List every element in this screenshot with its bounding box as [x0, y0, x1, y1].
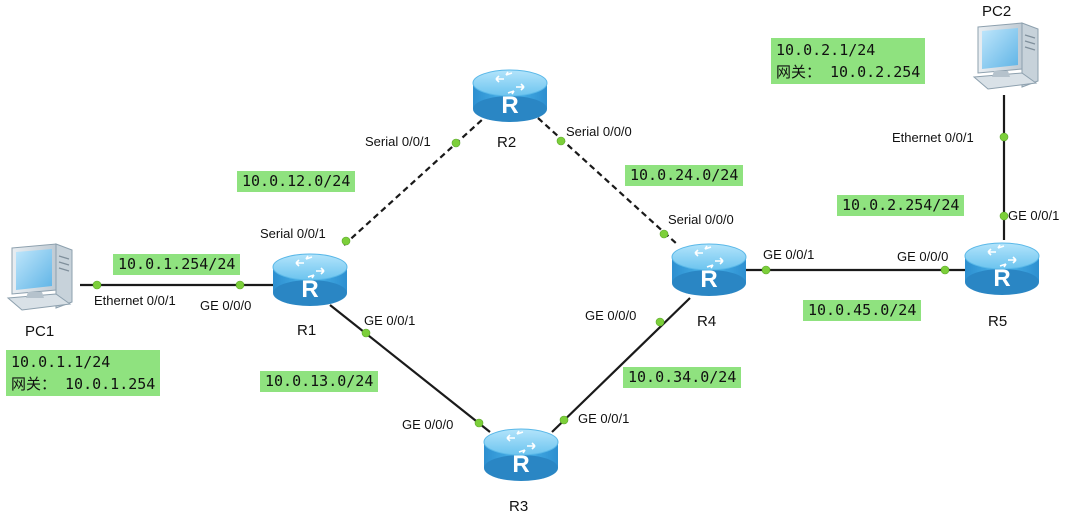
network-label-r1-r3: 10.0.13.0/24: [260, 371, 379, 392]
pc1-icon[interactable]: [7, 243, 73, 311]
iface-label-r5-ge1: GE 0/0/1: [1008, 208, 1060, 223]
pc2-ip: 10.0.2.1/24: [776, 41, 876, 59]
port-dot-pc2-eth: [999, 132, 1009, 142]
iface-label-r3-ge1: GE 0/0/1: [578, 411, 630, 426]
network-label-r4-r5: 10.0.45.0/24: [803, 300, 922, 321]
router-r1-icon[interactable]: [272, 253, 348, 307]
device-name-r4: R4: [697, 313, 717, 330]
device-name-r5: R5: [988, 313, 1008, 330]
iface-label-r4-serial: Serial 0/0/0: [668, 212, 734, 227]
port-dot-r4-ge1: [761, 265, 771, 275]
iface-label-r2-serial0: Serial 0/0/0: [566, 124, 632, 139]
pc1-info-box: 10.0.1.1/24 网关： 10.0.1.254: [6, 350, 161, 396]
iface-label-r1-serial: Serial 0/0/1: [260, 226, 326, 241]
port-dot-pc1-eth: [92, 280, 102, 290]
pc1-ip: 10.0.1.1/24: [11, 353, 111, 371]
iface-label-r5-ge0: GE 0/0/0: [897, 249, 949, 264]
iface-label-r1-ge0: GE 0/0/0: [200, 298, 252, 313]
port-dot-r5-ge0: [940, 265, 950, 275]
link-r1-r2: [343, 117, 485, 246]
iface-label-pc1-eth: Ethernet 0/0/1: [94, 293, 176, 308]
iface-label-r3-ge0: GE 0/0/0: [402, 417, 454, 432]
link-r3-r4: [551, 297, 691, 433]
device-name-pc1: PC1: [25, 323, 55, 340]
pc2-gateway: 网关： 10.0.2.254: [776, 63, 921, 81]
port-dot-r2-serial1: [451, 138, 461, 148]
port-dot-r1-ge1: [361, 328, 371, 338]
iface-label-r4-ge1: GE 0/0/1: [763, 247, 815, 262]
port-dot-r4-serial: [659, 229, 669, 239]
port-dot-r4-ge0: [655, 317, 665, 327]
port-dot-r3-ge0: [474, 418, 484, 428]
network-label-r1-r2: 10.0.12.0/24: [237, 171, 356, 192]
port-dot-r1-ge0: [235, 280, 245, 290]
device-name-r1: R1: [297, 322, 317, 339]
iface-label-r4-ge0: GE 0/0/0: [585, 308, 637, 323]
iface-label-pc2-eth: Ethernet 0/0/1: [892, 130, 974, 145]
network-label-pc2-gateway: 10.0.2.254/24: [837, 195, 965, 216]
network-label-r3-r4: 10.0.34.0/24: [623, 367, 742, 388]
router-r5-icon[interactable]: [964, 242, 1040, 296]
iface-label-r2-serial1: Serial 0/0/1: [365, 134, 431, 149]
router-r4-icon[interactable]: [671, 243, 747, 297]
link-r1-r3: [329, 304, 491, 433]
network-label-pc1-gateway: 10.0.1.254/24: [113, 254, 241, 275]
port-dot-r2-serial0: [556, 136, 566, 146]
iface-label-r1-ge1: GE 0/0/1: [364, 313, 416, 328]
pc2-icon[interactable]: [973, 22, 1039, 90]
router-r3-icon[interactable]: [483, 428, 559, 482]
port-dot-r1-serial: [341, 236, 351, 246]
pc1-gateway: 网关： 10.0.1.254: [11, 375, 156, 393]
device-name-pc2: PC2: [982, 3, 1012, 20]
port-dot-r3-ge1: [559, 415, 569, 425]
pc2-info-box: 10.0.2.1/24 网关： 10.0.2.254: [771, 38, 926, 84]
router-r2-icon[interactable]: [472, 69, 548, 123]
device-name-r3: R3: [509, 498, 529, 515]
device-name-r2: R2: [497, 134, 517, 151]
network-label-r2-r4: 10.0.24.0/24: [625, 165, 744, 186]
port-dot-r5-ge1: [999, 211, 1009, 221]
